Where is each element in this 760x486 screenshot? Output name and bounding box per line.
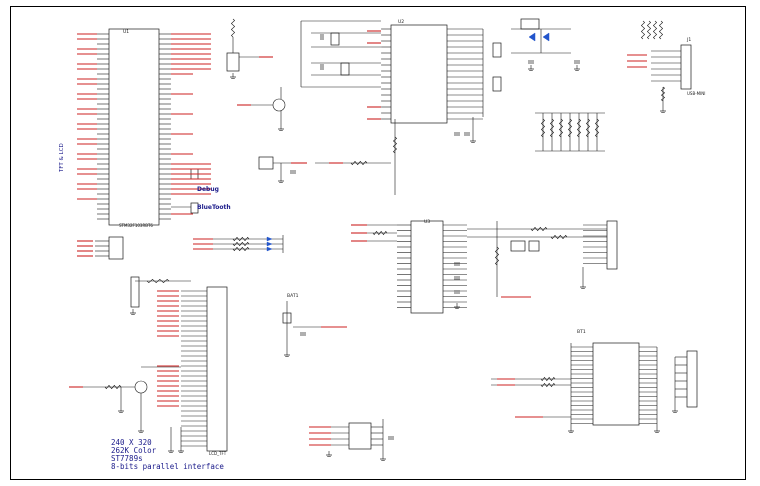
resistor-icon (540, 118, 546, 138)
resistor-icon (232, 236, 250, 242)
mcu-u1-body (108, 28, 160, 226)
resistor-icon (549, 118, 555, 138)
resistor-icon (232, 246, 250, 252)
reset-switch (226, 52, 240, 72)
diode-icon (266, 236, 273, 242)
diode-icon (266, 241, 273, 247)
resistor-icon (640, 20, 646, 40)
lcd-connector-body (206, 286, 228, 452)
regulator-body (520, 18, 540, 30)
transistor-icon (272, 98, 286, 112)
bat-label: BAT1 (287, 293, 299, 299)
lcd-note-line1: 240 X 320 (111, 438, 152, 447)
u3-body (410, 220, 444, 314)
bluetooth-module-bt1 (592, 342, 640, 426)
resistor-icon (392, 136, 398, 154)
mcu-part-label: STM32F103RBT6 (119, 223, 153, 228)
header-connector (686, 350, 698, 408)
resistor-icon (585, 118, 591, 138)
lcd-part-label: LCD_TFT (209, 451, 227, 456)
resistor-icon (530, 226, 548, 232)
lcd-note-line4: 8-bits parallel interface (111, 462, 224, 471)
resistor-icon (576, 118, 582, 138)
resistor-icon (652, 20, 658, 40)
battery-icon (282, 312, 292, 324)
bt-label: BT1 (577, 329, 586, 335)
lcd-note-line3: ST7789s (111, 454, 143, 463)
u3-sensor (510, 240, 526, 252)
j1-label: J1 (686, 37, 691, 43)
resistor-icon (350, 160, 368, 166)
lcd-power-cap (130, 276, 140, 308)
usb-part-label: USB-MINI (687, 91, 705, 96)
diode-icon (528, 32, 536, 42)
crystal-icon (340, 62, 350, 76)
u2-label: U2 (398, 19, 404, 25)
component-layer (104, 18, 698, 461)
u3-sensor (528, 240, 540, 252)
u2-body (390, 24, 448, 124)
diode-icon (542, 32, 550, 42)
resistor-icon (232, 241, 250, 247)
bottom-ic-body (348, 422, 372, 450)
resistor-icon (230, 18, 236, 38)
crystal-icon (330, 32, 340, 46)
resistor-icon (658, 20, 664, 40)
lcd-note-line2: 262K Color (111, 446, 157, 455)
u1-label: U1 (123, 29, 129, 35)
resistor-icon (540, 376, 556, 382)
resistor-icon (494, 246, 500, 266)
sensor-connector (258, 156, 274, 170)
resistor-icon (550, 234, 568, 240)
u2-switch (492, 42, 502, 58)
usb-connector-j1 (680, 44, 692, 90)
sd-connector (606, 220, 618, 270)
stm-side-label: TFT & LCD (59, 143, 65, 173)
u2-switch (492, 76, 502, 92)
resistor-icon (567, 118, 573, 138)
bluetooth-label: BlueTooth (197, 204, 231, 211)
resistor-icon (104, 384, 122, 390)
resistor-icon (660, 86, 666, 102)
resistor-icon (540, 382, 556, 388)
u3-label: U3 (424, 219, 430, 225)
schematic-canvas: Debug BlueTooth TFT & LCD U1 U2 U3 J1 BA… (59, 18, 705, 471)
net-label-layer (69, 30, 647, 446)
usb-uart-connector (108, 236, 124, 260)
resistor-icon (594, 118, 600, 138)
transistor-icon (134, 380, 148, 394)
resistor-icon (646, 20, 652, 40)
diode-icon (266, 246, 273, 252)
schematic-frame: Debug BlueTooth TFT & LCD U1 U2 U3 J1 BA… (10, 6, 746, 480)
resistor-icon (372, 230, 388, 236)
debug-label: Debug (197, 186, 219, 193)
resistor-icon (146, 279, 170, 283)
resistor-icon (558, 118, 564, 138)
bluetooth-connector (190, 202, 199, 214)
wire-layer (81, 20, 687, 455)
